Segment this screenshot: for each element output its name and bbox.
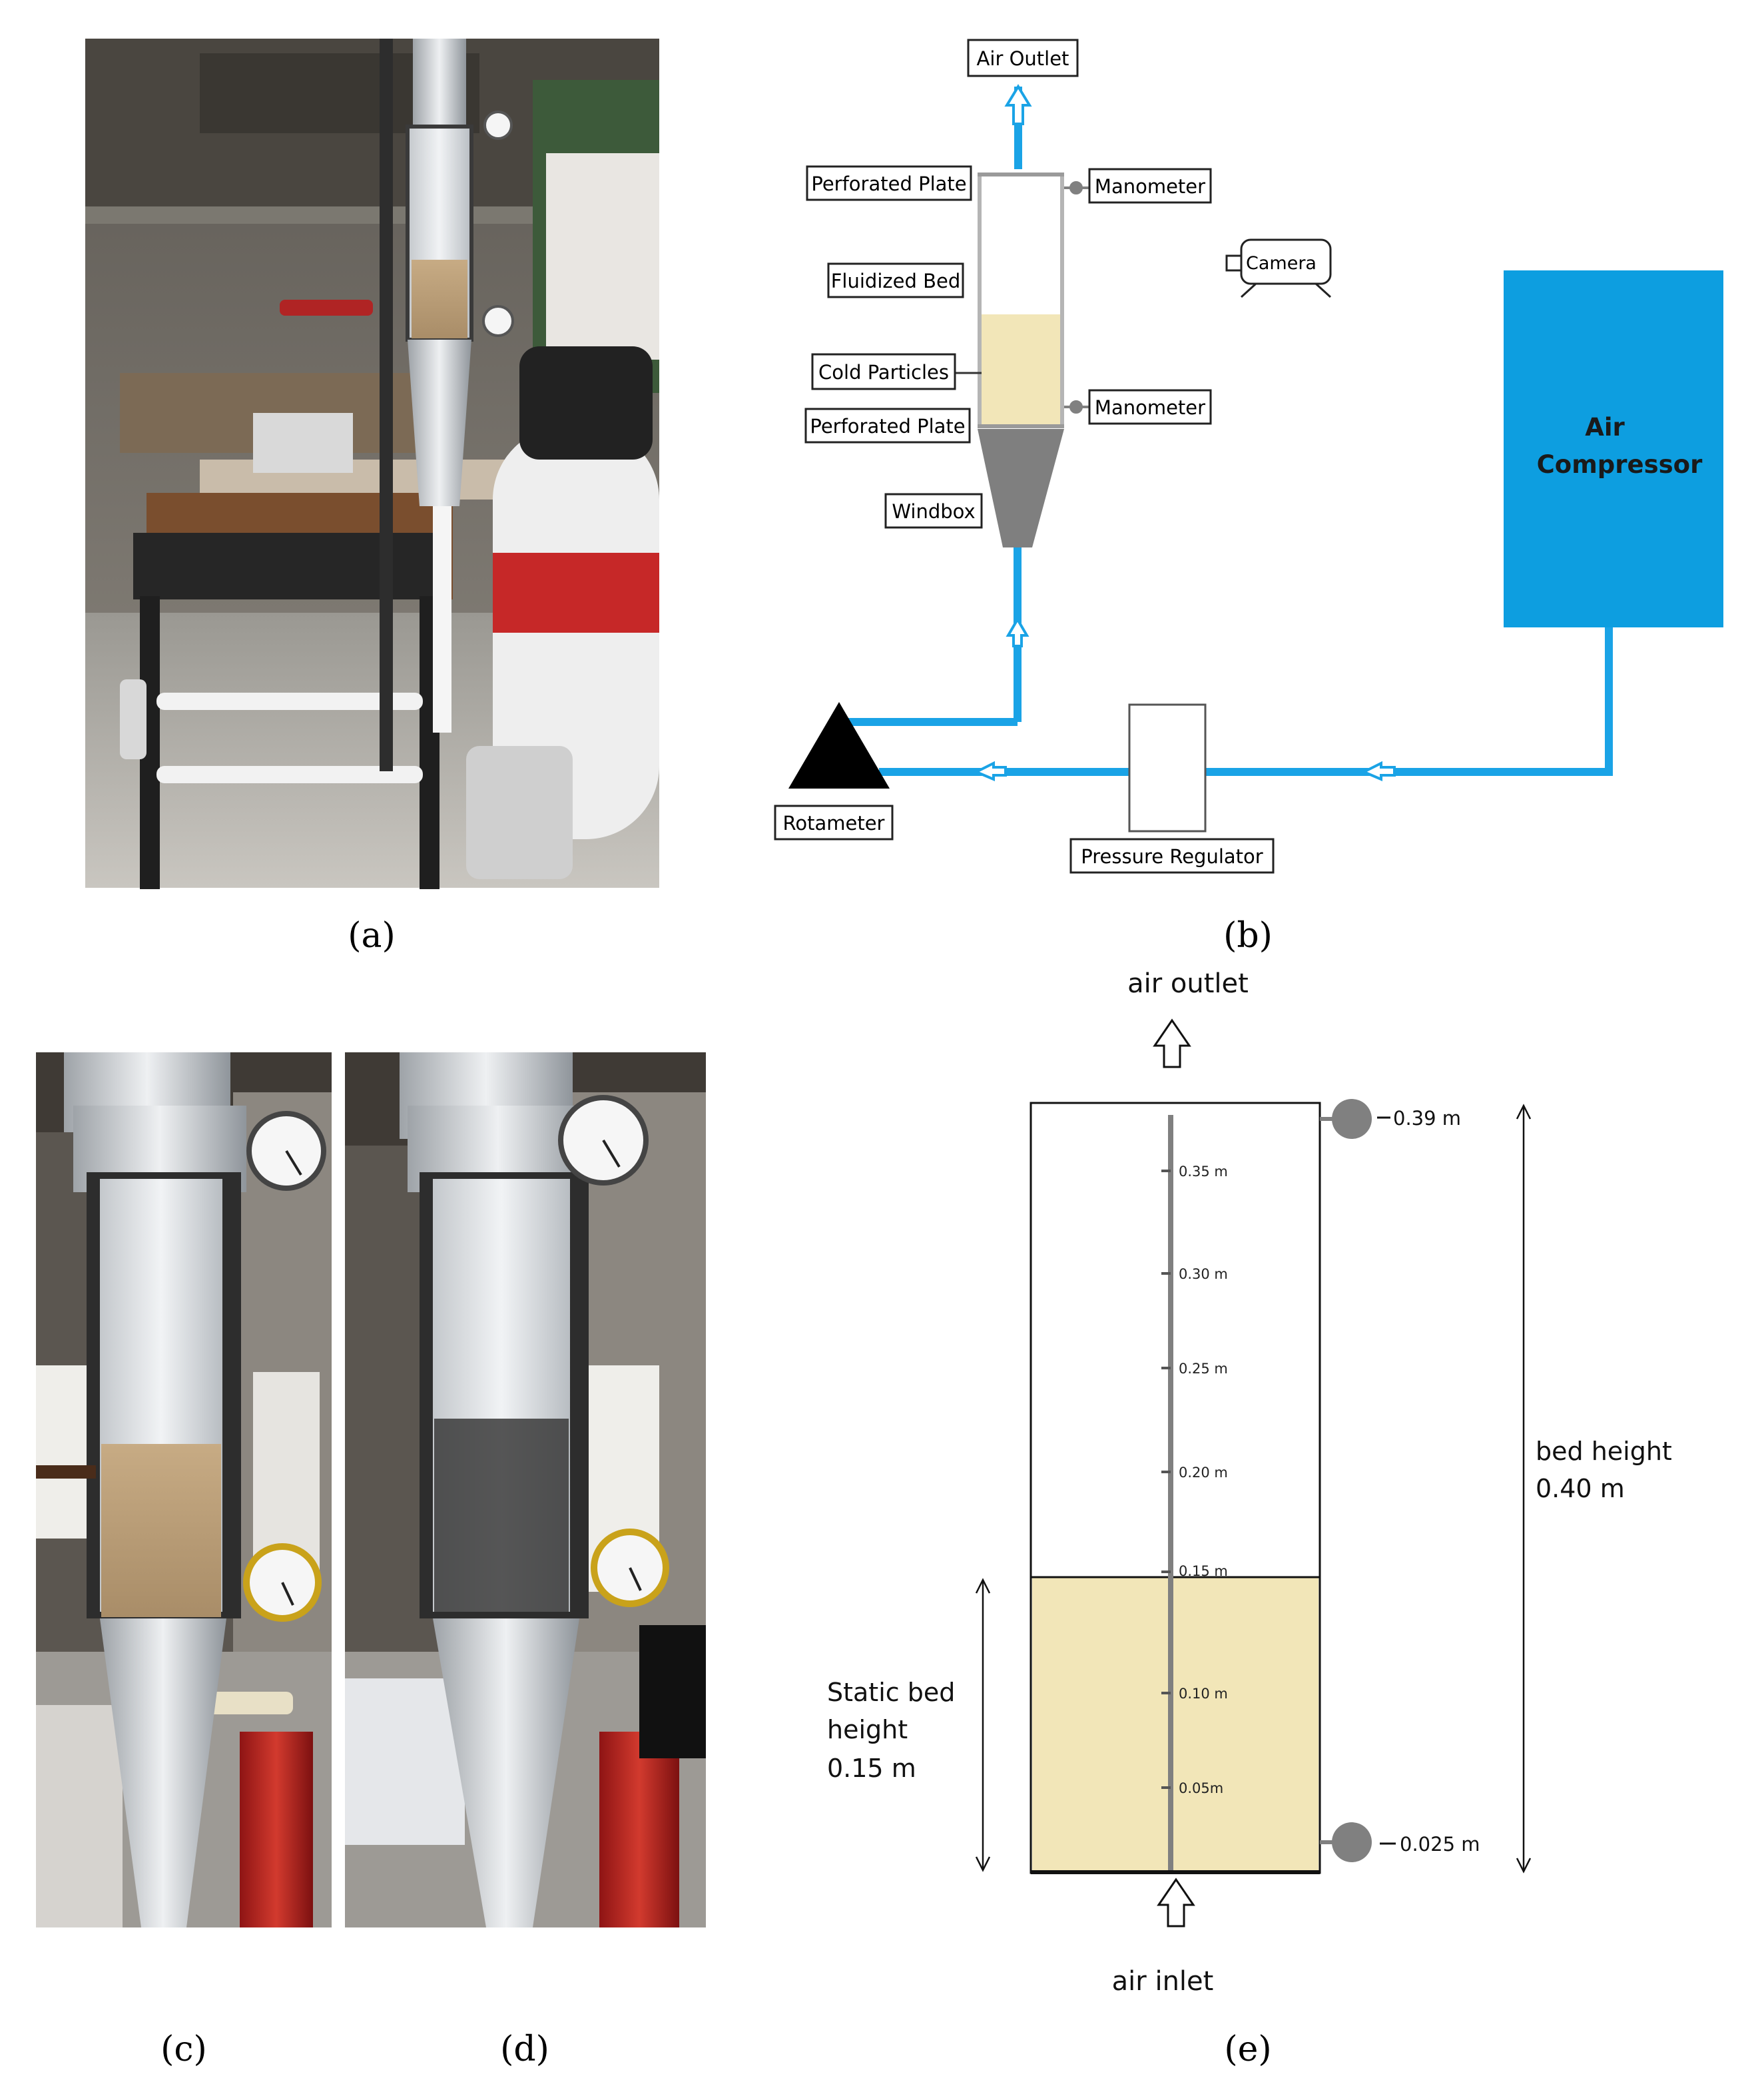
static-bed-label-2: height (827, 1715, 908, 1744)
photo-d-fluidized-bed (345, 1052, 706, 1927)
air-compressor: Air Compressor (1504, 270, 1723, 627)
rod-tick-labels: 0.35 m 0.30 m 0.25 m 0.20 m 0.15 m 0.10 … (1179, 1164, 1228, 1796)
static-bed-fill (1032, 1577, 1319, 1872)
tick-label-025: 0.25 m (1179, 1361, 1228, 1377)
tick-label-015: 0.15 m (1179, 1563, 1228, 1579)
svg-text:Camera: Camera (1246, 253, 1317, 274)
svg-text:Air: Air (1585, 413, 1625, 442)
panel-captions: (a) (b) (c) (d) (e) (160, 916, 1273, 2069)
schematic-b: Air Outlet Perforated Plate Manometer Fl… (774, 39, 1723, 874)
static-bed-dimension (975, 1578, 991, 1872)
pressure-regulator-box (1128, 703, 1207, 833)
tick-label-020: 0.20 m (1179, 1465, 1228, 1481)
static-bed-label-1: Static bed (827, 1678, 955, 1707)
svg-text:Manometer: Manometer (1095, 175, 1205, 198)
svg-text:Manometer: Manometer (1095, 396, 1205, 419)
tick-label-030: 0.30 m (1179, 1266, 1228, 1282)
tick-label-035: 0.35 m (1179, 1164, 1228, 1180)
label-manometer-top: Manometer (1088, 168, 1212, 204)
svg-text:0.39 m: 0.39 m (1393, 1107, 1461, 1130)
label-air-outlet: Air Outlet (967, 39, 1079, 77)
bed-height-dimension (1516, 1104, 1532, 1874)
camera-icon: Camera (1225, 238, 1332, 298)
caption-a: (a) (348, 916, 396, 956)
svg-text:Compressor: Compressor (1537, 450, 1703, 479)
bed-diagram-e: air outlet 0.35 m 0.30 m 0.25 m 0.20 m 0… (827, 968, 1672, 1997)
label-cold-particles: Cold Particles (811, 353, 956, 390)
label-perforated-plate-top: Perforated Plate (806, 165, 972, 201)
flow-arrows (973, 84, 1396, 782)
air-inlet-arrow-icon (1157, 1878, 1195, 1927)
label-windbox: Windbox (884, 493, 983, 529)
svg-text:Perforated Plate: Perforated Plate (810, 415, 965, 438)
air-inlet-label: air inlet (1112, 1966, 1214, 1997)
caption-c: (c) (160, 2029, 207, 2069)
svg-text:Air Outlet: Air Outlet (977, 47, 1069, 70)
rod-ticks (1161, 1170, 1171, 1789)
air-outlet-arrow-icon (1153, 1018, 1191, 1068)
air-outlet-label: air outlet (1127, 968, 1249, 999)
svg-text:Cold Particles: Cold Particles (818, 361, 949, 384)
svg-text:0.025 m: 0.025 m (1400, 1833, 1480, 1856)
svg-text:Pressure Regulator: Pressure Regulator (1081, 845, 1263, 868)
label-manometer-bottom: Manometer (1088, 389, 1212, 425)
caption-e: (e) (1224, 2029, 1271, 2069)
bed-height-value: 0.40 m (1536, 1474, 1625, 1503)
label-fluidized-bed: Fluidized Bed (827, 262, 964, 298)
svg-text:Perforated Plate: Perforated Plate (811, 173, 966, 195)
label-rotameter: Rotameter (774, 805, 894, 841)
photo-c-static-bed (36, 1052, 332, 1927)
svg-text:Rotameter: Rotameter (783, 812, 885, 835)
windbox-shape (978, 429, 1064, 547)
svg-text:Fluidized Bed: Fluidized Bed (831, 270, 960, 292)
cold-particles-fill (982, 314, 1060, 425)
caption-d: (d) (500, 2029, 549, 2069)
manometer-ports (1064, 181, 1089, 414)
rotameter-icon (788, 702, 890, 789)
static-bed-value: 0.15 m (827, 1754, 916, 1783)
tick-label-010: 0.10 m (1179, 1686, 1228, 1702)
label-perforated-plate-bottom: Perforated Plate (804, 408, 971, 444)
pressure-probe-bottom: 0.025 m (1320, 1822, 1480, 1862)
pressure-probe-top: 0.39 m (1320, 1099, 1461, 1139)
caption-b: (b) (1223, 916, 1273, 956)
photo-a-lab-setup (85, 39, 659, 889)
tick-label-005: 0.05m (1179, 1780, 1223, 1796)
svg-text:Windbox: Windbox (892, 500, 975, 523)
label-pressure-regulator: Pressure Regulator (1069, 838, 1275, 874)
bed-height-label: bed height (1536, 1437, 1672, 1466)
